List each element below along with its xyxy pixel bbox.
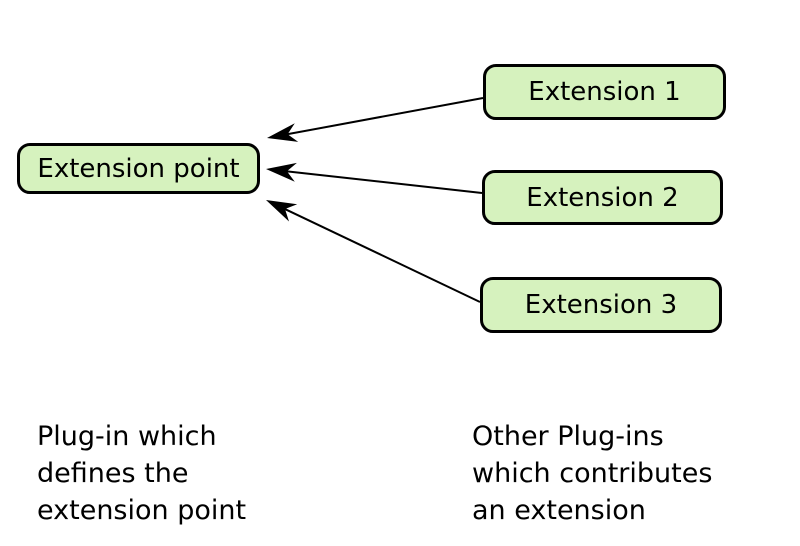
- caption-contributing-plugins: Other Plug-ins which contributes an exte…: [472, 421, 713, 526]
- node-extension-2: Extension 2: [482, 170, 723, 225]
- arrow-line-extension-3: [282, 207, 481, 303]
- arrowhead-icon: [266, 200, 298, 222]
- node-extension-2-label: Extension 2: [526, 182, 679, 213]
- arrowhead-icon: [267, 123, 299, 142]
- caption-defining-plugin: Plug-in which defines the extension poin…: [37, 421, 247, 526]
- arrow-line-extension-1: [285, 97, 484, 136]
- node-extension-point-label: Extension point: [37, 153, 240, 184]
- node-extension-3-label: Extension 3: [524, 290, 678, 320]
- node-extension-3: Extension 3: [480, 277, 722, 333]
- node-extension-1-label: Extension 1: [528, 77, 681, 107]
- arrow-line-extension-2: [284, 170, 483, 194]
- arrowhead-icon: [266, 162, 297, 182]
- node-extension-point: Extension point: [17, 143, 260, 194]
- node-extension-1: Extension 1: [483, 64, 726, 120]
